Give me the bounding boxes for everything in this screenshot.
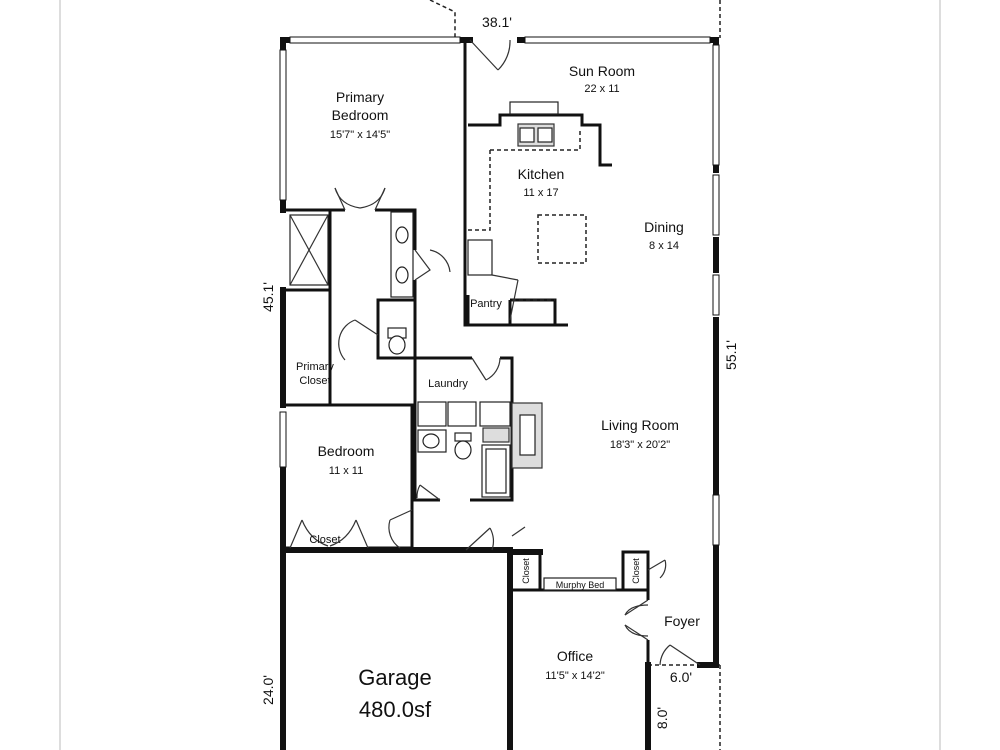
primary-bedroom-label-line2: Bedroom: [332, 107, 389, 123]
bedroom-label: Bedroom: [318, 443, 375, 459]
garage-label: Garage: [358, 665, 431, 690]
hall-closet-2-label: Closet: [631, 558, 641, 584]
murphy-bed: [543, 577, 617, 591]
office-dims: 11'5" x 14'2": [545, 670, 605, 682]
garage-area: 480.0sf: [359, 697, 432, 722]
dimension-left-height: 45.1': [260, 282, 276, 312]
primary-bedroom-dims: 15'7" x 14'5": [330, 129, 390, 141]
sun-room-label: Sun Room: [569, 63, 635, 79]
bath-fixtures: [289, 211, 414, 355]
laundry-label: Laundry: [428, 378, 468, 390]
hall-closet-1-label: Closet: [521, 558, 531, 584]
pantry-label: Pantry: [470, 298, 502, 310]
dimension-top-width: 38.1': [482, 14, 512, 30]
dimension-foyer-height: 8.0': [654, 707, 670, 729]
dining-label: Dining: [644, 219, 684, 235]
bedroom-closet-label: Closet: [309, 534, 340, 546]
primary-closet-label-line2: Closet: [299, 375, 330, 387]
murphy-bed-label: Murphy Bed: [556, 580, 605, 590]
laundry-fixtures: [417, 401, 543, 498]
dimension-foyer-width: 6.0': [670, 669, 692, 685]
living-room-label: Living Room: [601, 417, 679, 433]
living-room-dims: 18'3" x 20'2": [610, 439, 670, 451]
dining-dims: 8 x 14: [649, 240, 679, 252]
windows: [279, 36, 720, 546]
foyer-label: Foyer: [664, 613, 700, 629]
dimension-garage-height: 24.0': [260, 675, 276, 705]
office-label: Office: [557, 648, 594, 664]
primary-closet-label-line1: Primary: [296, 361, 334, 373]
doors: [289, 39, 701, 666]
sun-room-dims: 22 x 11: [584, 83, 619, 95]
dimension-right-height: 55.1': [723, 340, 739, 370]
kitchen-cabinets: [467, 101, 612, 301]
exterior-walls: [280, 37, 719, 750]
kitchen-dims: 11 x 17: [523, 187, 558, 199]
primary-bedroom-label-line1: Primary: [336, 89, 384, 105]
bedroom-dims: 11 x 11: [329, 465, 363, 477]
property-lines: [429, 0, 721, 750]
kitchen-label: Kitchen: [518, 166, 565, 182]
